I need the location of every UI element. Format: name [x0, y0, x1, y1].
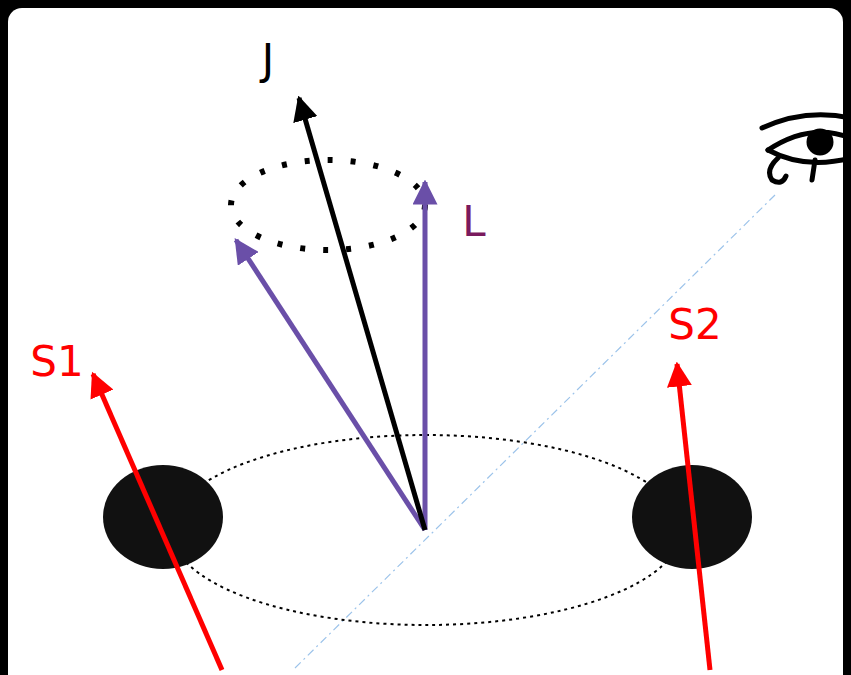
black-hole: [103, 465, 223, 569]
precessed-l-vector: [236, 240, 425, 530]
spin-label: S2: [668, 304, 721, 346]
vector-label: J: [262, 39, 274, 81]
spin-label: S1: [30, 341, 83, 383]
eye-symbol: [762, 115, 851, 183]
spin-vector: [93, 374, 222, 670]
vector-label: L: [462, 201, 485, 243]
j-vector: [299, 98, 425, 530]
l-vector: [423, 182, 428, 530]
panel: [8, 8, 843, 675]
spin-vector: [677, 364, 710, 670]
